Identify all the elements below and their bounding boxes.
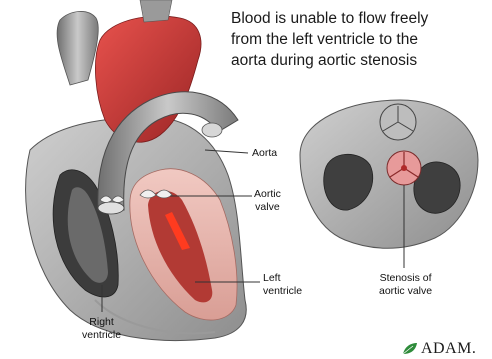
label-stenosis-line-1: Stenosis of: [379, 272, 432, 285]
label-left-ventricle: Left ventricle: [263, 272, 302, 298]
aorta-opening: [98, 202, 124, 214]
title-line-3: aorta during aortic stenosis: [231, 50, 486, 71]
label-right-ventricle: Right ventricle: [82, 316, 121, 342]
heart-cross-section: [26, 0, 247, 341]
label-left-ventricle-line-1: Left: [263, 272, 302, 285]
label-stenosis-line-2: aortic valve: [379, 285, 432, 298]
label-aortic-valve-line-1: Aortic: [254, 188, 281, 201]
label-right-ventricle-line-1: Right: [82, 316, 121, 329]
label-aortic-valve: Aortic valve: [254, 188, 281, 214]
vessel-stub: [202, 123, 222, 137]
label-aorta-text: Aorta: [252, 147, 277, 160]
label-right-ventricle-line-2: ventricle: [82, 329, 121, 342]
label-aorta: Aorta: [252, 147, 277, 160]
label-left-ventricle-line-2: ventricle: [263, 285, 302, 298]
adam-logo: ADAM.: [402, 340, 476, 358]
page-title: Blood is unable to flow freely from the …: [231, 8, 486, 71]
pulmonary-vessel: [57, 11, 98, 85]
label-aortic-valve-line-2: valve: [254, 201, 281, 214]
title-line-2: from the left ventricle to the: [231, 29, 486, 50]
title-line-1: Blood is unable to flow freely: [231, 8, 486, 29]
upper-vessel: [140, 0, 172, 22]
logo-text: ADAM.: [421, 340, 476, 358]
leaf-icon: [402, 342, 418, 356]
valve-cross-section: [300, 100, 478, 248]
label-stenosis: Stenosis of aortic valve: [379, 272, 432, 298]
